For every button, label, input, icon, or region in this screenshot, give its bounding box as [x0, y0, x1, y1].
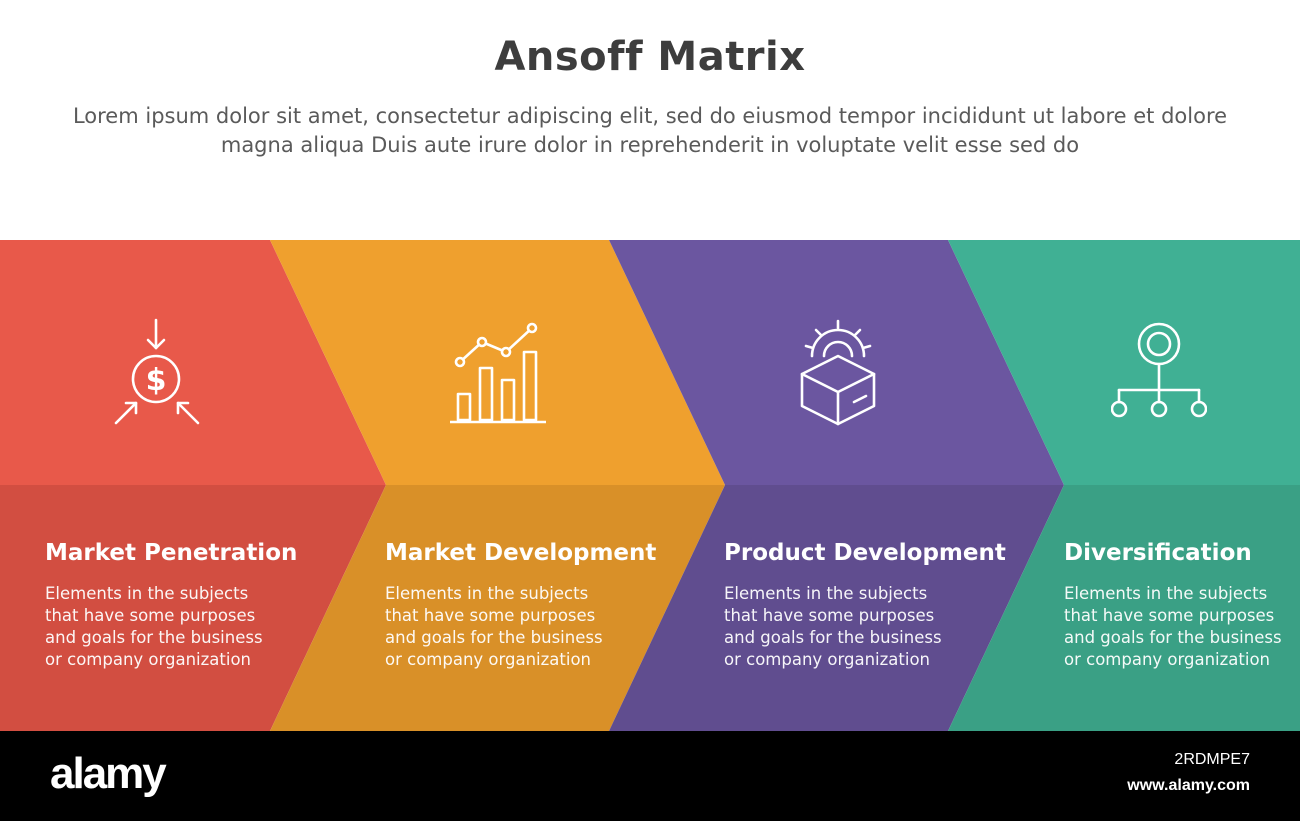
step-3-arrow-bottom — [609, 485, 1064, 731]
hierarchy-network-icon — [1110, 318, 1208, 430]
step-1-arrow-bottom — [0, 485, 386, 731]
brand-logo: alamy — [50, 749, 167, 798]
gear-box-icon — [790, 318, 886, 430]
step-3-title: Product Development — [724, 540, 1006, 566]
svg-text:$: $ — [146, 363, 167, 398]
step-2-arrow-bottom — [270, 485, 725, 731]
step-1-title: Market Penetration — [45, 540, 298, 566]
step-4-description: Elements in the subjects that have some … — [1064, 584, 1282, 669]
site-url: www.alamy.com — [1127, 777, 1250, 794]
step-4-arrow-top — [948, 240, 1300, 485]
step-2-title: Market Development — [385, 540, 657, 566]
dollar-target-icon: $ — [108, 318, 204, 430]
page-title: Ansoff Matrix — [494, 34, 806, 80]
step-4-title: Diversification — [1064, 540, 1252, 566]
step-1-description: Elements in the subjects that have some … — [45, 584, 263, 669]
page-subtitle: Lorem ipsum dolor sit amet, consectetur … — [72, 104, 1228, 157]
step-2-arrow-top — [270, 240, 725, 485]
stock-footer-bar: alamy 2RDMPE7 www.alamy.com — [0, 731, 1300, 821]
step-3-arrow-top — [609, 240, 1064, 485]
image-id: 2RDMPE7 — [1174, 751, 1250, 768]
ansoff-arrow-band: $ — [0, 240, 1300, 731]
step-3-description: Elements in the subjects that have some … — [724, 584, 942, 669]
step-2-description: Elements in the subjects that have some … — [385, 584, 603, 669]
header: Ansoff Matrix Lorem ipsum dolor sit amet… — [0, 0, 1300, 240]
bar-chart-growth-icon — [448, 318, 548, 430]
arrow-shapes — [0, 240, 1300, 731]
step-4-arrow-bottom — [948, 485, 1300, 731]
step-1-arrow-top — [0, 240, 386, 485]
